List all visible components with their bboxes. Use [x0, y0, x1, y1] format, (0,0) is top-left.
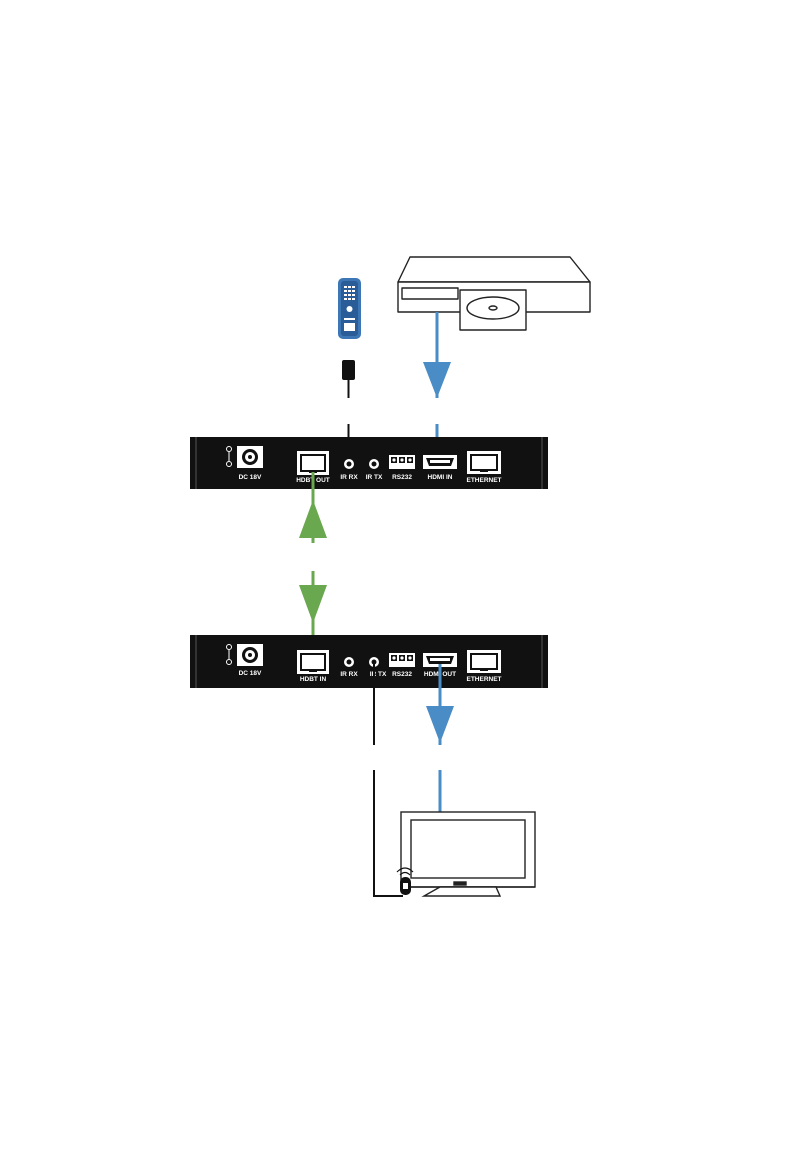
ethernet-label: ETHERNET: [466, 676, 501, 683]
ethernet-label: ETHERNET: [466, 477, 501, 484]
arrow-down-icon: [426, 706, 454, 743]
ir-tx-jack: [369, 459, 379, 469]
arrow-down-icon: [299, 585, 327, 623]
dvd-player-icon: [398, 257, 590, 330]
rs232-terminal: [389, 455, 415, 469]
arrow-up-icon: [299, 500, 327, 538]
ir-tx-cable: [374, 662, 403, 896]
ir-rx-jack: [344, 459, 354, 469]
ir-rx-label: IR RX: [340, 474, 358, 481]
receiver-panel: DC 18V HDBT IN IR RX IR TX RS232: [190, 635, 548, 688]
ir-rx-jack: [344, 657, 354, 667]
hdbt-label: HDBT IN: [300, 676, 327, 683]
ir-remote-icon: [338, 278, 361, 339]
dc-power-jack: [237, 446, 263, 468]
rs232-label: RS232: [392, 474, 412, 481]
rs232-label: RS232: [392, 671, 412, 678]
dc-label: DC 18V: [239, 670, 262, 677]
tv-icon: [401, 812, 535, 896]
ethernet-port: [467, 451, 501, 474]
ir-tx-label: IR TX: [366, 474, 383, 481]
hdbt-in-port: [297, 650, 329, 674]
hdmi-label: HDMI IN: [428, 474, 453, 481]
arrow-down-icon: [423, 362, 451, 398]
ir-rx-label: IR RX: [340, 671, 358, 678]
ir-tx-label: IR TX: [370, 671, 387, 678]
dc-label: DC 18V: [239, 474, 262, 481]
rs232-terminal: [389, 653, 415, 667]
ethernet-port: [467, 650, 501, 673]
hdmi-in-port: [423, 455, 457, 469]
dc-power-jack: [237, 644, 263, 666]
ir-receiver-icon: [342, 360, 355, 380]
hdbt-out-port: [297, 451, 329, 475]
transmitter-panel: DC 18V HDBT OUT IR RX IR TX RS232: [190, 437, 548, 489]
